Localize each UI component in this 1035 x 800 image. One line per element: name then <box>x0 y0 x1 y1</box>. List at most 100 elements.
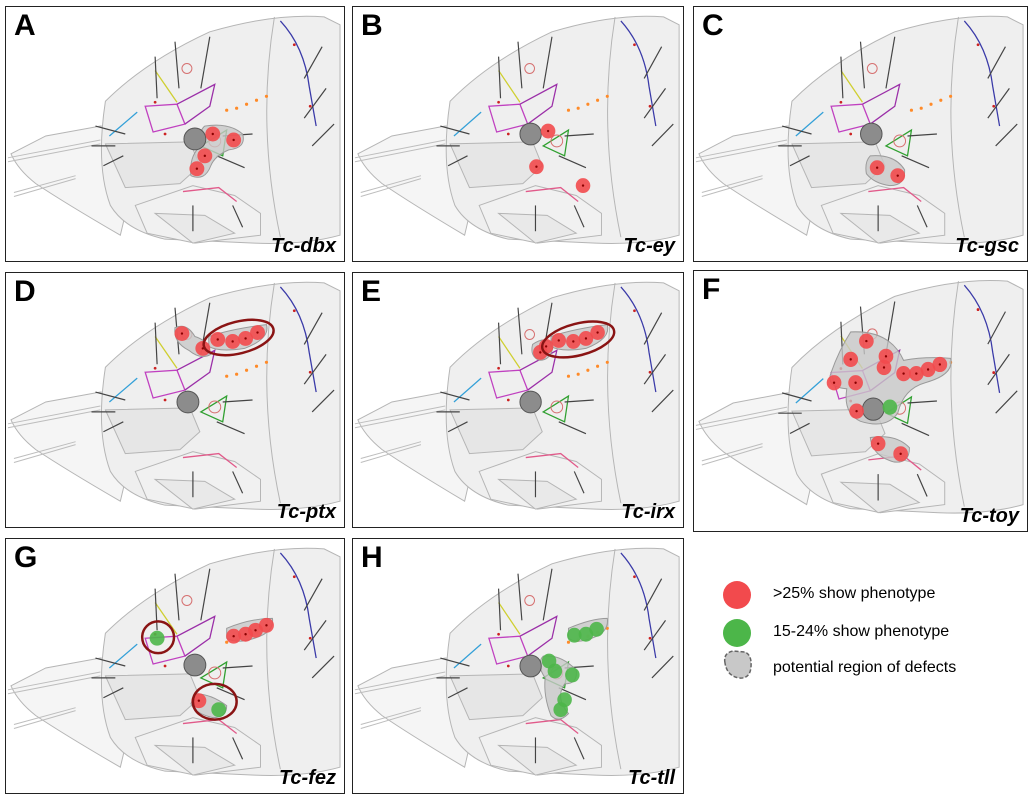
head-outline <box>357 15 680 244</box>
dot-center <box>581 184 585 187</box>
setae <box>778 301 1018 501</box>
green-phenotype-dot <box>565 667 580 683</box>
highlight-ring <box>191 682 238 721</box>
panel-c: C Tc-gsc <box>693 6 1028 262</box>
eye-spot <box>519 390 542 414</box>
gene-label: Tc-ey <box>623 235 675 257</box>
panel-d: D Tc-ptx <box>5 272 345 528</box>
gene-label: Tc-irx <box>621 501 675 523</box>
dot-center <box>855 409 858 413</box>
legend-red-label: >25% show phenotype <box>773 585 936 602</box>
eye-spot <box>519 122 542 146</box>
landmark-rings <box>524 329 564 414</box>
head-outline <box>698 15 1024 244</box>
dot-center <box>876 442 880 445</box>
setae <box>436 302 674 498</box>
landmark-rings <box>181 595 222 680</box>
dot-center <box>256 331 259 334</box>
segment-lines <box>453 552 657 734</box>
gene-label: Tc-dbx <box>271 235 336 257</box>
dot-center <box>254 629 257 632</box>
panel-letter: B <box>361 9 383 42</box>
head-diagram-f <box>695 279 1024 514</box>
head-outline <box>10 547 341 776</box>
panel-letter: H <box>361 541 383 574</box>
highlight-ring <box>540 320 616 359</box>
segment-lines <box>108 286 317 468</box>
segment-lines <box>795 20 1001 202</box>
dot-center <box>557 339 560 342</box>
dot-center <box>244 337 247 340</box>
landmark-dots <box>566 360 609 378</box>
eye-spot <box>183 127 207 151</box>
legend-swatches <box>723 581 752 679</box>
gene-label: Tc-tll <box>627 767 675 789</box>
landmark-dots <box>566 94 609 112</box>
panel-f: F Tc-toy <box>693 270 1028 532</box>
panel-letter: E <box>361 275 382 308</box>
gene-label: Tc-fez <box>278 767 336 789</box>
dot-center <box>232 635 235 638</box>
green-phenotype-dot <box>589 621 604 637</box>
dot-center <box>926 368 930 371</box>
dot-center <box>854 381 857 384</box>
dot-center <box>197 699 201 702</box>
dot-center <box>884 355 888 358</box>
dot-center <box>899 452 902 456</box>
landmark-dots <box>909 94 953 112</box>
head-diagram-h <box>354 547 680 776</box>
panel-letter: D <box>14 275 36 308</box>
red-landmarks <box>839 43 996 136</box>
setae <box>436 568 674 764</box>
legend-region-label: potential region of defects <box>773 659 957 676</box>
highlight-ring <box>202 318 275 357</box>
dot-center <box>938 363 942 366</box>
dot-center <box>232 138 235 142</box>
antennae <box>7 671 101 729</box>
green-phenotype-dot <box>547 663 563 679</box>
head-diagram-d <box>7 281 341 510</box>
head-diagram-e <box>354 281 680 510</box>
setae <box>91 568 335 764</box>
dot-center <box>832 381 836 384</box>
eye-spot <box>519 654 542 678</box>
dot-center <box>244 633 247 636</box>
eye-spot <box>860 122 883 146</box>
landmark-dots <box>225 360 269 378</box>
antennae <box>7 405 101 463</box>
panel-e: E Tc-irx <box>352 272 684 528</box>
panel-letter: C <box>702 9 724 42</box>
dot-center <box>535 165 538 168</box>
red-landmarks <box>497 43 652 136</box>
head-diagram-c <box>695 15 1024 244</box>
dot-center <box>849 358 852 361</box>
gene-label: Tc-gsc <box>955 235 1019 257</box>
panel-letter: G <box>14 541 38 574</box>
antennae <box>695 406 788 466</box>
red-landmarks <box>153 309 312 402</box>
green-phenotype-dot <box>882 399 898 415</box>
dot-center <box>546 129 550 133</box>
dot-center <box>544 345 548 348</box>
dot-center <box>584 337 588 340</box>
landmark-rings <box>866 63 907 148</box>
setae <box>778 36 1018 232</box>
eye-spot <box>176 390 200 414</box>
green-phenotype-dot <box>211 702 227 718</box>
eye-spot <box>183 653 207 677</box>
eye-spot <box>861 397 885 421</box>
green-phenotype-dot <box>567 627 582 643</box>
red-landmarks <box>153 43 312 136</box>
dot-center <box>539 351 542 354</box>
panel-a: A Tc-dbx <box>5 6 345 262</box>
dot-center <box>195 167 199 170</box>
gene-label: Tc-toy <box>959 505 1019 527</box>
dot-center <box>896 174 899 177</box>
antennae <box>7 139 101 197</box>
dot-center <box>265 624 268 627</box>
antennae <box>354 405 446 463</box>
dot-center <box>882 366 886 369</box>
landmark-dots <box>225 94 269 112</box>
setae <box>436 36 674 232</box>
dot-center <box>596 331 599 334</box>
